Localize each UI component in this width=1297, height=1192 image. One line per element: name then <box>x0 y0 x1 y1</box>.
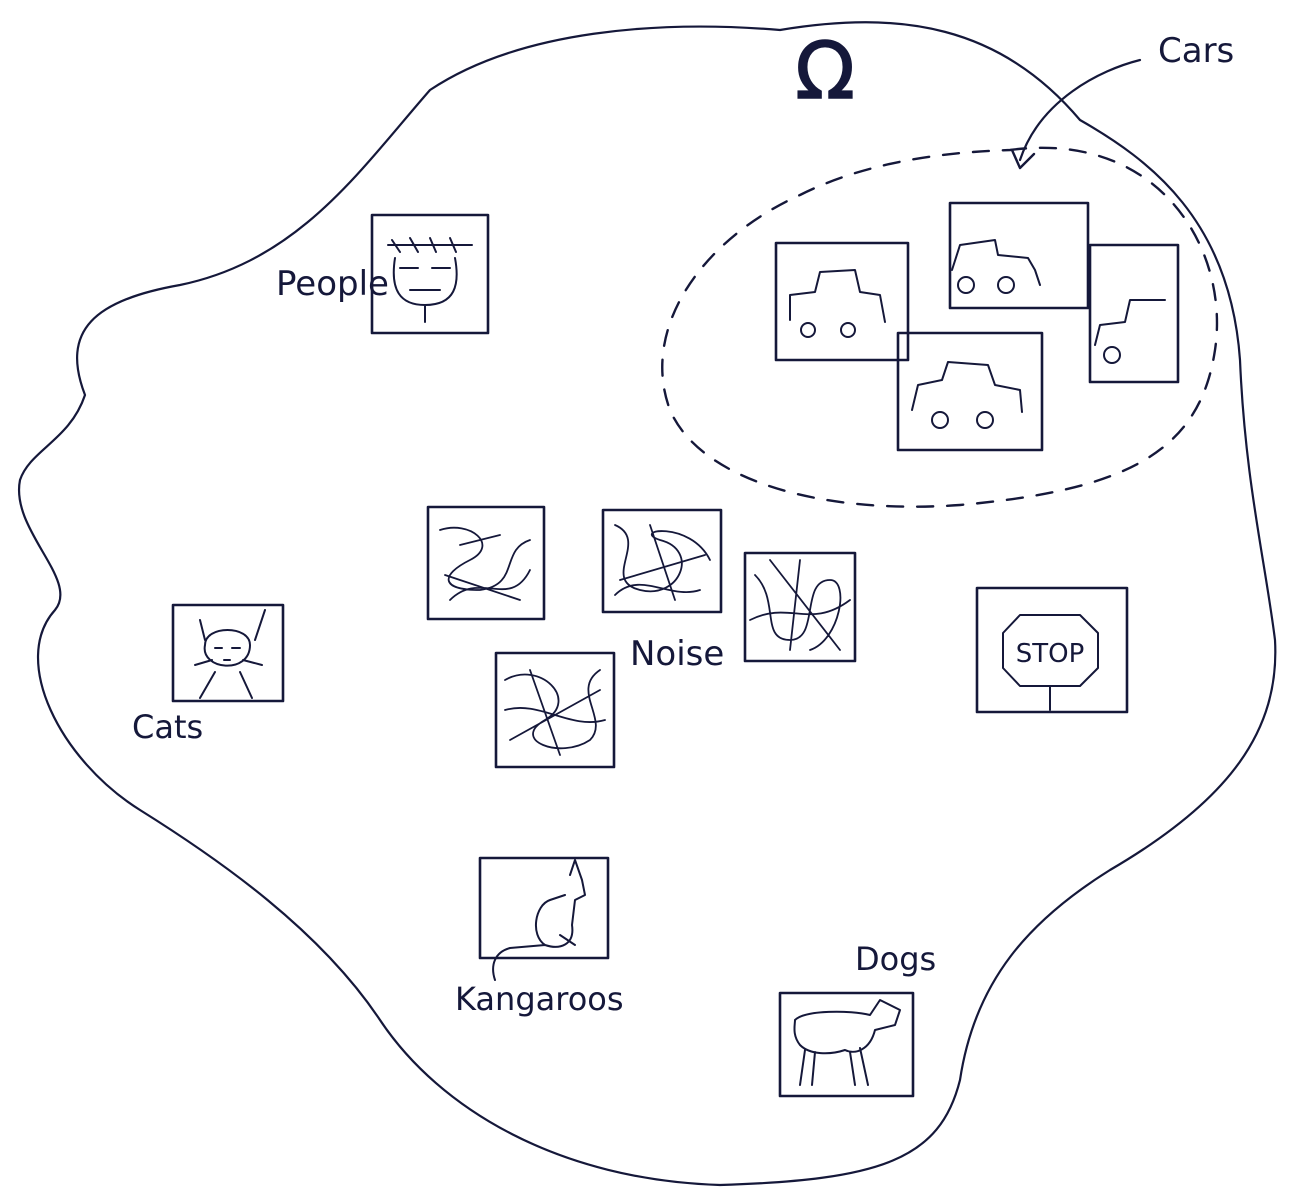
stop-sign-image: STOP <box>975 586 1129 714</box>
kangaroos-label: Kangaroos <box>455 980 624 1018</box>
car-image-1 <box>774 241 910 362</box>
dog-icon <box>793 999 901 1086</box>
cats-label: Cats <box>132 708 203 746</box>
dog-image <box>778 991 915 1098</box>
car-image-3 <box>1088 243 1180 384</box>
noise-image-3 <box>743 551 857 663</box>
noise-image-1 <box>426 505 546 621</box>
omega-symbol: Ω <box>795 27 855 117</box>
face-icon <box>387 237 473 323</box>
car-image-2 <box>948 201 1090 310</box>
stop-sign-text: STOP <box>1016 639 1085 669</box>
car-icon <box>951 239 1041 286</box>
kangaroo-image <box>478 856 610 981</box>
scribble <box>614 524 711 601</box>
noise-image-2 <box>601 508 723 614</box>
scribble <box>749 559 851 651</box>
cars-label: Cars <box>1158 31 1234 71</box>
kangaroo-icon <box>492 859 586 981</box>
people-label: People <box>276 264 389 304</box>
stop-sign-icon <box>1002 614 1099 711</box>
scribble <box>504 669 606 756</box>
cat-icon <box>194 609 266 699</box>
sample-space-boundary <box>17 21 1277 1187</box>
dogs-label: Dogs <box>855 940 936 978</box>
noise-label: Noise <box>630 634 724 674</box>
cat-image <box>171 603 285 703</box>
cars-cluster-boundary <box>661 146 1219 508</box>
car-icon <box>1094 299 1166 346</box>
car-image-4 <box>896 331 1044 452</box>
scribble <box>439 526 531 601</box>
people-image <box>370 213 490 335</box>
cars-arrowhead <box>1010 148 1036 170</box>
car-icon <box>911 361 1023 413</box>
cars-arrow <box>1018 58 1142 162</box>
noise-image-4 <box>494 651 616 769</box>
car-icon <box>789 269 886 323</box>
